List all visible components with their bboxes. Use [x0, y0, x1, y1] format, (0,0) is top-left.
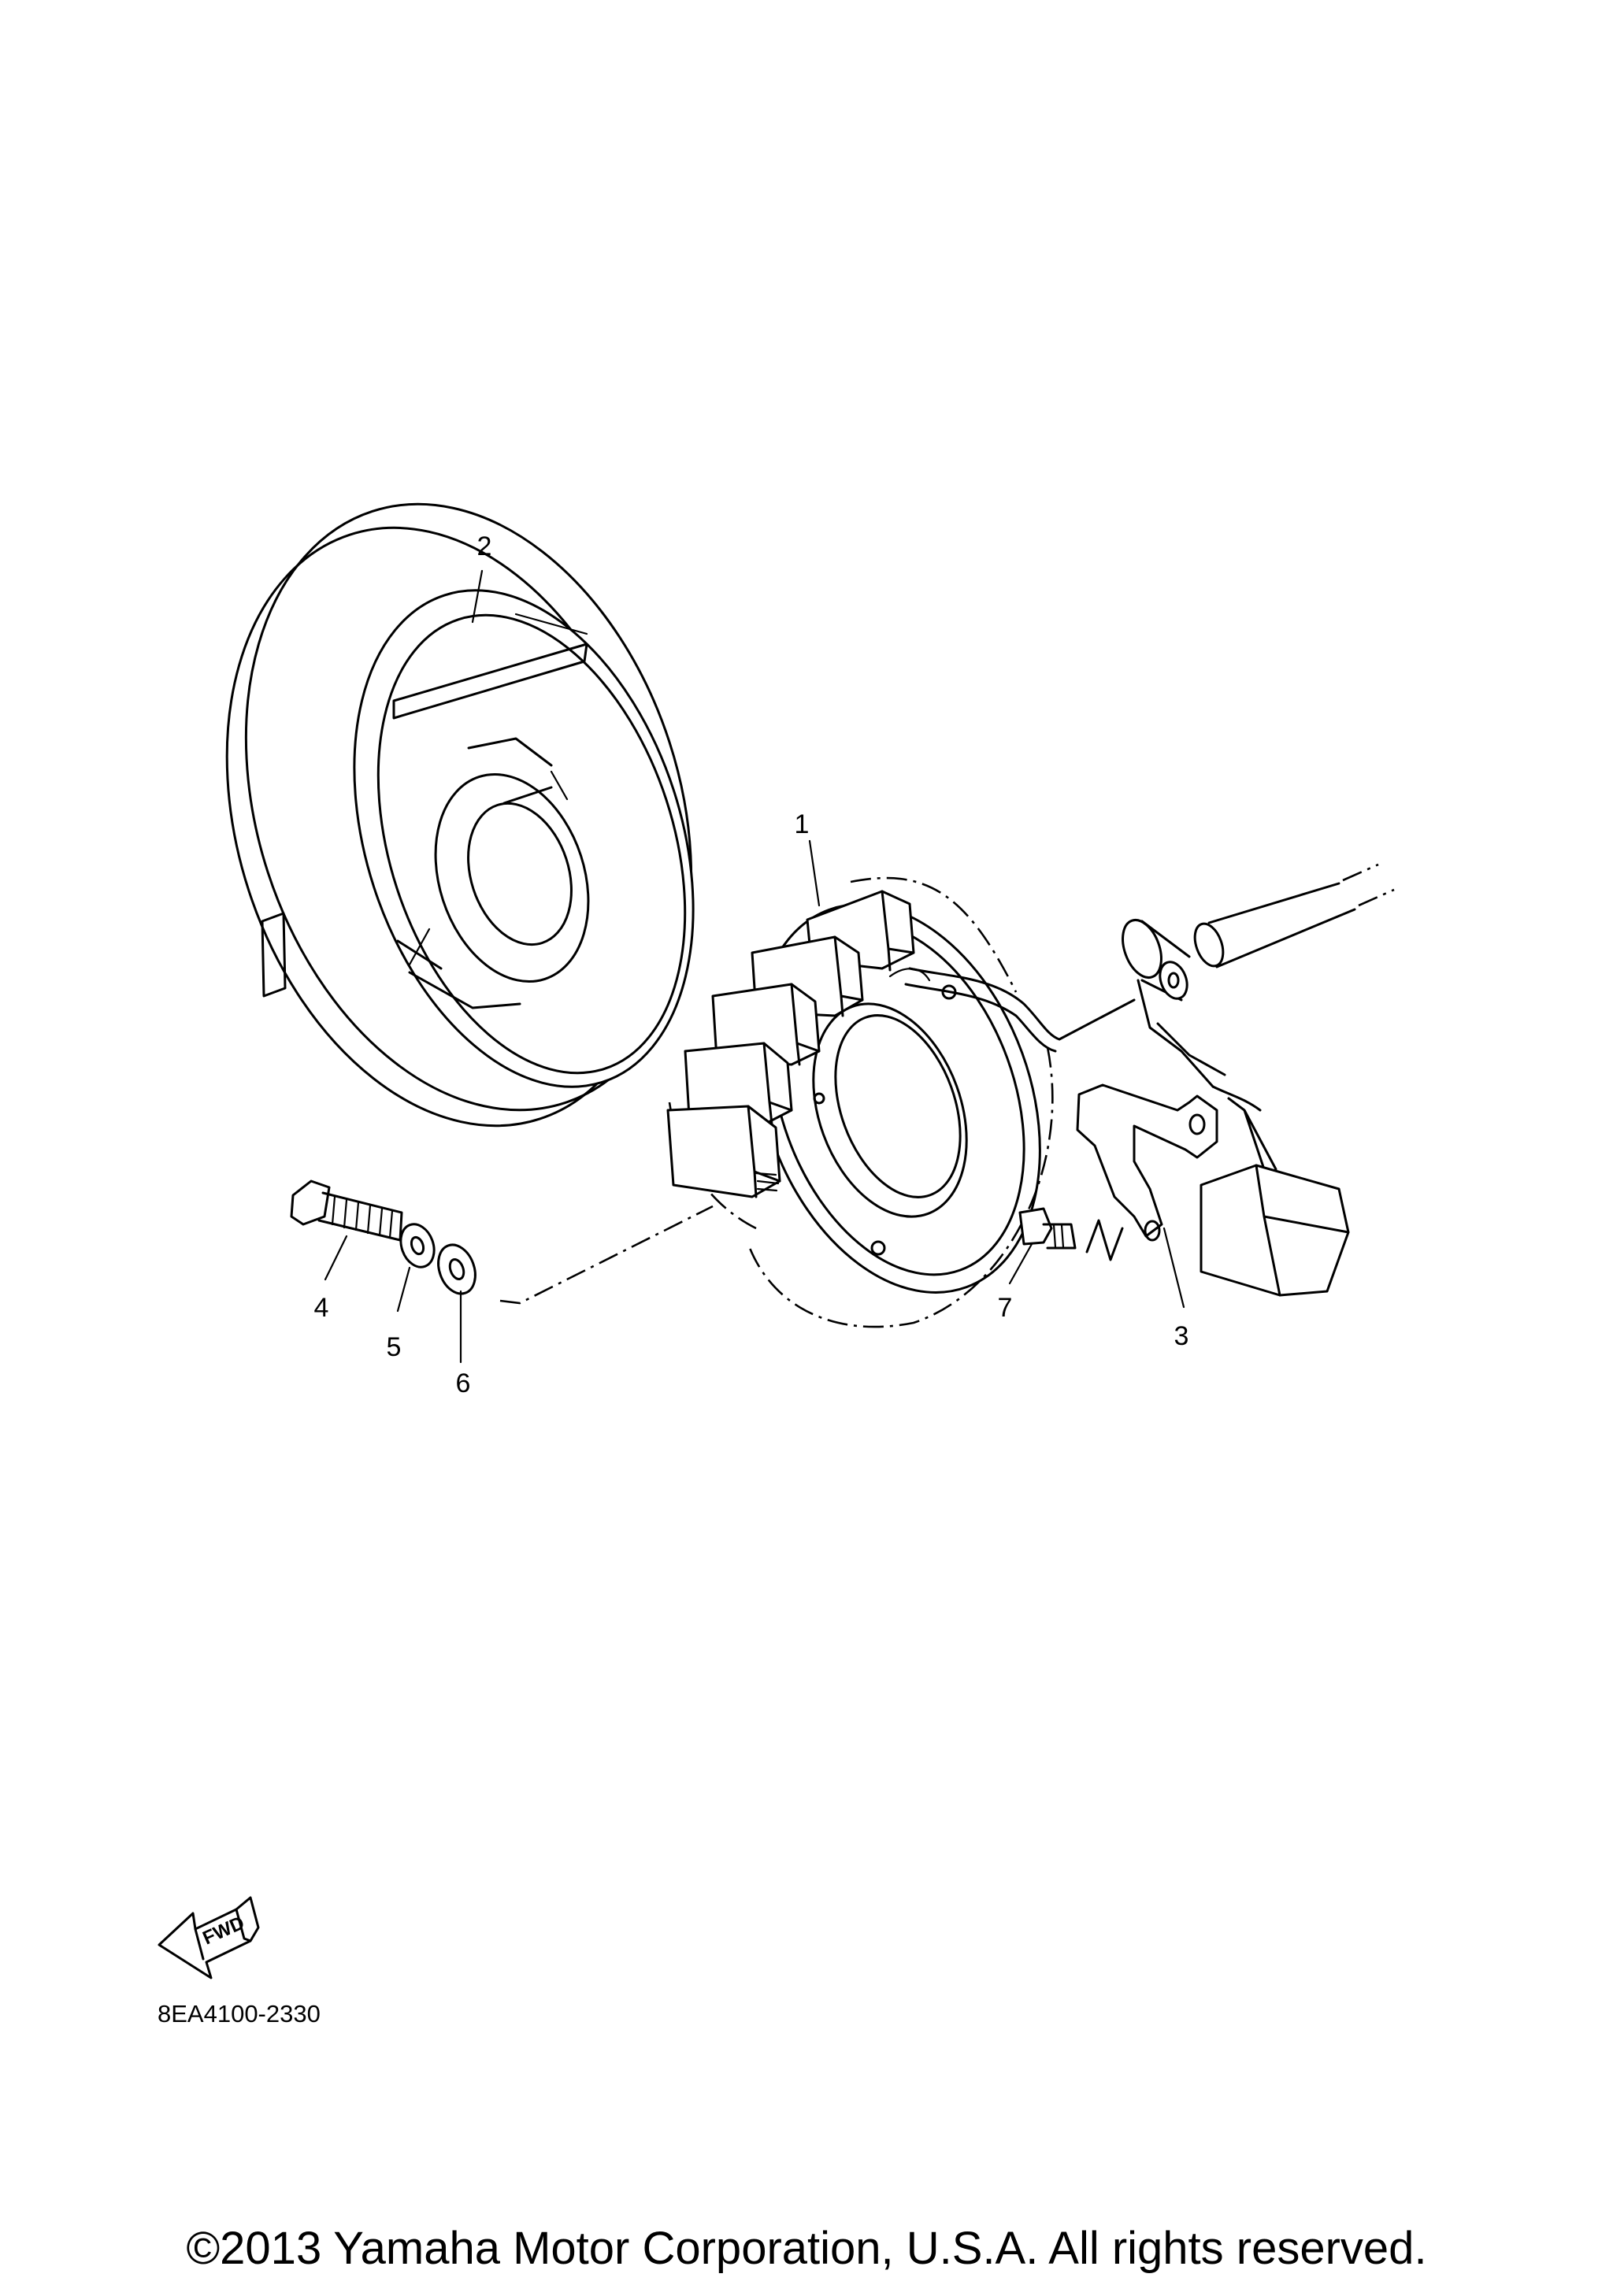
callout-4: 4 — [314, 1293, 329, 1323]
lock-washer — [399, 1223, 436, 1268]
callout-2: 2 — [477, 531, 492, 561]
stator-coils — [666, 890, 915, 1198]
callout-6: 6 — [456, 1368, 471, 1398]
diagram-code: 8EA4100-2330 — [158, 2000, 321, 2028]
wire-harness — [1122, 863, 1395, 1297]
fwd-arrow-icon: FWD — [158, 1896, 260, 1979]
callout-3: 3 — [1174, 1321, 1189, 1351]
screw — [1018, 1207, 1077, 1250]
stator-assembly — [666, 876, 1136, 1328]
leader-lines — [324, 569, 1185, 1364]
assembly-centerline — [499, 1205, 714, 1305]
callout-5: 5 — [387, 1332, 402, 1362]
bolt — [290, 1179, 403, 1242]
callout-7: 7 — [998, 1293, 1013, 1323]
bracket — [1076, 1083, 1218, 1261]
washer — [437, 1243, 476, 1295]
rotor-assembly — [225, 502, 695, 1128]
copyright-notice: ©2013 Yamaha Motor Corporation, U.S.A. A… — [186, 2223, 1427, 2274]
callout-1: 1 — [795, 809, 810, 839]
